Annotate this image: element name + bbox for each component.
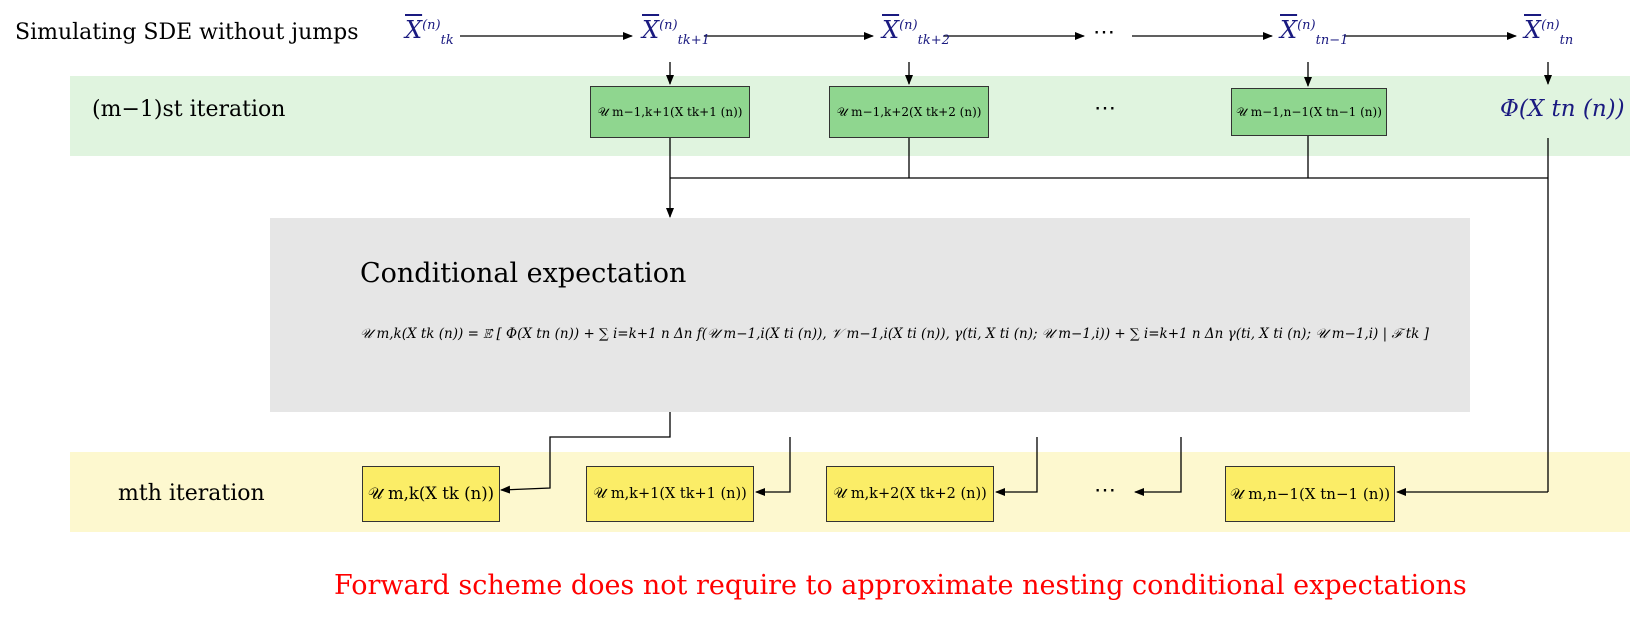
curr-box-k: 𝒰 m,k(X tk (n)) [362, 466, 500, 522]
curr-box-k2: 𝒰 m,k+2(X tk+2 (n)) [826, 466, 994, 522]
node-x-tn: X(n)tn [1524, 16, 1574, 48]
prev-box-k2: 𝒰 m−1,k+2(X tk+2 (n)) [829, 86, 989, 138]
node-x-tn1: X(n)tn−1 [1280, 16, 1349, 48]
curr-ellipsis: ⋯ [1094, 478, 1116, 503]
prev-box-n1: 𝒰 m−1,n−1(X tn−1 (n)) [1231, 88, 1387, 136]
node-x-tk2: X(n)tk+2 [882, 16, 950, 48]
conditional-expectation-panel [270, 218, 1470, 412]
curr-box-n1: 𝒰 m,n−1(X tn−1 (n)) [1225, 466, 1395, 522]
caption: Forward scheme does not require to appro… [334, 570, 1467, 601]
prev-box-k1: 𝒰 m−1,k+1(X tk+1 (n)) [590, 86, 750, 138]
node-x-tk: X(n)tk [405, 16, 454, 48]
prev-ellipsis: ⋯ [1094, 96, 1116, 121]
conditional-formula: 𝒰 m,k(X tk (n)) = 𝔼̂ [ Φ(X tn (n)) + ∑ i… [360, 326, 1429, 342]
prev-iteration-label: (m−1)st iteration [92, 97, 286, 122]
terminal-phi: Φ(X tn (n)) [1500, 96, 1625, 122]
node-x-tk1: X(n)tk+1 [642, 16, 710, 48]
conditional-title: Conditional expectation [360, 258, 687, 289]
top-row-label: Simulating SDE without jumps [15, 20, 359, 45]
curr-box-k1: 𝒰 m,k+1(X tk+1 (n)) [586, 466, 754, 522]
top-ellipsis: ⋯ [1093, 20, 1115, 45]
curr-iteration-label: mth iteration [118, 481, 265, 506]
